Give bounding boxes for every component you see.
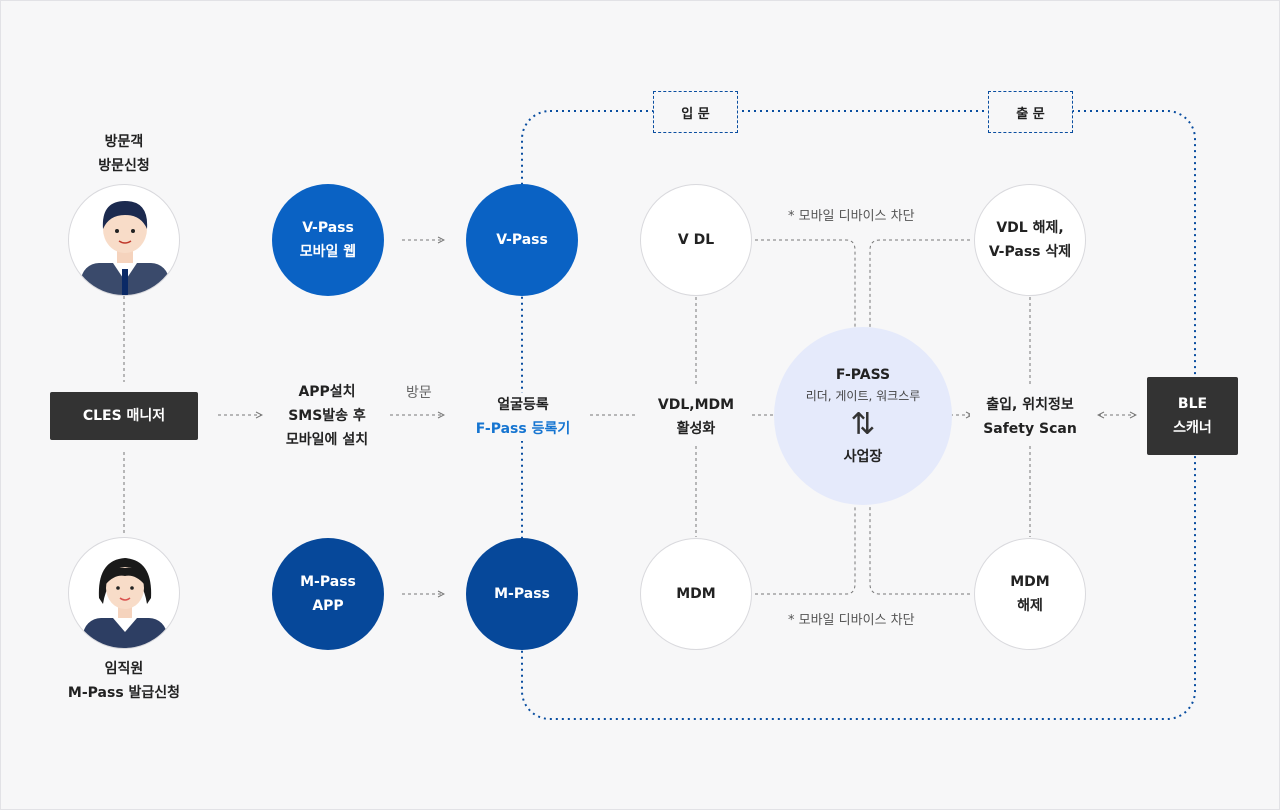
vpass-web-line1: V-Pass bbox=[302, 220, 354, 236]
vdl-release-line1: VDL 해제, bbox=[996, 220, 1064, 236]
exit-gate-label: 출 문 bbox=[1016, 106, 1045, 122]
install-line2: SMS발송 후 bbox=[288, 408, 366, 424]
entry-gate-tag: 입 문 bbox=[653, 91, 738, 133]
employee-label: 임직원 M-Pass 발급신청 bbox=[44, 657, 204, 705]
mpass-app-line1: M-Pass bbox=[300, 574, 356, 590]
fpass-subtitle: 리더, 게이트, 워크스루 bbox=[805, 389, 921, 403]
vdl-release-node: VDL 해제, V-Pass 삭제 bbox=[974, 184, 1086, 296]
vdl-release-line2: V-Pass 삭제 bbox=[988, 244, 1072, 260]
visitor-label-line2: 방문신청 bbox=[98, 158, 150, 174]
vdl-label: V DL bbox=[677, 232, 715, 248]
install-line1: APP설치 bbox=[298, 384, 356, 400]
vpass-node: V-Pass bbox=[466, 184, 578, 296]
access-line2: Safety Scan bbox=[983, 421, 1077, 437]
mpass-node: M-Pass bbox=[466, 538, 578, 650]
visit-label: 방문 bbox=[406, 385, 432, 401]
ble-scanner-box: BLE 스캐너 bbox=[1147, 377, 1238, 455]
vdl-mdm-line1: VDL,MDM bbox=[657, 397, 735, 413]
mdm-node: MDM bbox=[640, 538, 752, 650]
note-top: * 모바일 디바이스 차단 bbox=[788, 209, 915, 224]
cles-manager-box: CLES 매니저 bbox=[50, 392, 198, 440]
employee-label-line2: M-Pass 발급신청 bbox=[67, 685, 181, 701]
site-label: 사업장 bbox=[843, 449, 883, 465]
mdm-release-node: MDM 해제 bbox=[974, 538, 1086, 650]
employee-label-line1: 임직원 bbox=[104, 661, 144, 677]
fpass-site-node: F-PASS 리더, 게이트, 워크스루 ⇅ 사업장 bbox=[774, 327, 952, 505]
mdm-release-line2: 해제 bbox=[1017, 598, 1043, 614]
visitor-label: 방문객 방문신청 bbox=[64, 130, 184, 178]
mdm-release-line1: MDM bbox=[1010, 574, 1050, 590]
bidirectional-arrows-icon: ⇅ bbox=[850, 407, 876, 442]
vdl-mdm-line2: 활성화 bbox=[676, 421, 716, 437]
face-reg-line1: 얼굴등록 bbox=[497, 397, 549, 413]
face-reg-line2: F-Pass 등록기 bbox=[475, 421, 571, 437]
fpass-title: F-PASS bbox=[835, 367, 891, 383]
vpass-web-line2: 모바일 웹 bbox=[299, 244, 357, 260]
visitor-label-line1: 방문객 bbox=[104, 134, 144, 150]
vpass-label: V-Pass bbox=[496, 232, 548, 248]
exit-gate-tag: 출 문 bbox=[988, 91, 1073, 133]
install-step: APP설치 SMS발송 후 모바일에 설치 bbox=[262, 380, 392, 452]
mpass-app-node: M-Pass APP bbox=[272, 538, 384, 650]
ble-line2: 스캐너 bbox=[1173, 420, 1212, 436]
ble-line1: BLE bbox=[1177, 396, 1208, 412]
install-line3: 모바일에 설치 bbox=[285, 432, 369, 448]
access-line1: 출입, 위치정보 bbox=[986, 397, 1074, 413]
entry-gate-label: 입 문 bbox=[681, 106, 710, 122]
employee-avatar bbox=[68, 537, 180, 649]
female-person-icon bbox=[83, 558, 167, 648]
visitor-avatar bbox=[68, 184, 180, 296]
cles-manager-label: CLES 매니저 bbox=[82, 408, 166, 424]
male-person-icon bbox=[81, 201, 169, 295]
vdl-mdm-activation: VDL,MDM 활성화 bbox=[636, 393, 756, 441]
vdl-node: V DL bbox=[640, 184, 752, 296]
access-safety-scan: 출입, 위치정보 Safety Scan bbox=[970, 393, 1090, 441]
vpass-mobile-web-node: V-Pass 모바일 웹 bbox=[272, 184, 384, 296]
mpass-label: M-Pass bbox=[494, 586, 550, 602]
face-registration: 얼굴등록 F-Pass 등록기 bbox=[458, 393, 588, 441]
note-bottom: * 모바일 디바이스 차단 bbox=[788, 613, 915, 628]
mdm-label: MDM bbox=[676, 586, 716, 602]
mpass-app-line2: APP bbox=[312, 598, 344, 614]
